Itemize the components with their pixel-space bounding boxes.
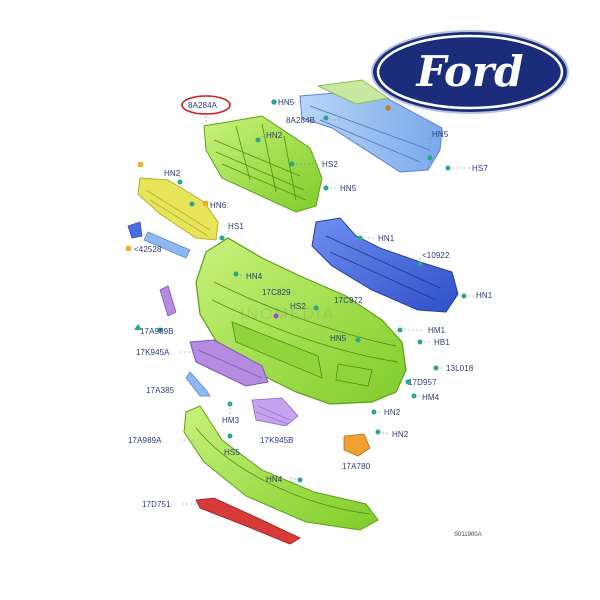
label-hn2-a: HN2	[266, 131, 283, 140]
lamp-17a780	[343, 433, 371, 457]
label-hs1: HS1	[228, 222, 244, 231]
label-8a284b: 8A284B	[286, 116, 316, 125]
label-13l018: 13L018	[446, 364, 474, 373]
callout-highlight	[181, 95, 231, 115]
label-hn5-right: HN5	[432, 130, 449, 139]
label-hn5-top: HN5	[278, 98, 295, 107]
label-17a780: 17A780	[342, 462, 371, 471]
bracket-purple-left	[159, 285, 177, 317]
label-hn6: HN6	[210, 201, 227, 210]
label-42528: <42528	[134, 245, 162, 254]
grille-17k945b	[251, 397, 299, 427]
deflector-17k945a	[189, 339, 269, 387]
clip-orange-2	[126, 246, 131, 251]
label-hn2-d: HN2	[392, 430, 409, 439]
drawing-code: S011900A	[454, 532, 482, 538]
label-hs7: HS7	[472, 164, 488, 173]
spoiler-17a989a	[183, 405, 379, 531]
label-17a385: 17A385	[146, 386, 175, 395]
label-hn1-b: HN1	[476, 291, 493, 300]
label-8a284a: 8A284A	[188, 101, 218, 110]
bracket-42528	[127, 221, 191, 259]
label-hs2-b: HS2	[290, 302, 306, 311]
label-hb1: HB1	[434, 338, 450, 347]
yellow-grille	[137, 177, 219, 241]
clip-orange-1	[138, 162, 143, 167]
clip-orange-3	[203, 201, 208, 206]
watermark: INOMEDIA	[240, 306, 336, 323]
label-17k945b: 17K945B	[260, 436, 294, 445]
triangle-fastener	[134, 324, 142, 330]
upper-grille-8a284a	[203, 115, 323, 213]
label-17c972: 17C972	[334, 296, 363, 305]
strip-17d751	[195, 497, 301, 545]
leader-lines	[179, 101, 474, 505]
label-17k945a: 17K945A	[136, 348, 170, 357]
label-17d751: 17D751	[142, 500, 171, 509]
strip-17a385	[185, 371, 211, 397]
label-hs5: HS5	[224, 448, 240, 457]
label-10922: <10922	[422, 251, 450, 260]
label-17a989a: 17A989A	[128, 436, 162, 445]
label-hn1-a: HN1	[378, 234, 395, 243]
label-hm3: HM3	[222, 416, 240, 425]
label-17a989b: 17A989B	[140, 327, 174, 336]
label-hs2-a: HS2	[322, 160, 338, 169]
label-hn5-low: HN5	[330, 334, 347, 343]
crossmember-8a284b	[299, 79, 443, 173]
label-17c829: 17C829	[262, 288, 291, 297]
ford-logo-text: Ford	[415, 47, 523, 96]
label-hn4-a: HN4	[246, 272, 263, 281]
label-hm1: HM1	[428, 326, 446, 335]
label-hn2-c: HN2	[384, 408, 401, 417]
label-17d957: 17D957	[408, 378, 437, 387]
ford-logo: Ford	[371, 30, 569, 114]
label-hn2-b: HN2	[164, 169, 181, 178]
label-hn5-mid: HN5	[340, 184, 357, 193]
reinforcement-10922	[311, 217, 459, 313]
label-hm4: HM4	[422, 393, 440, 402]
label-hn4-b: HN4	[266, 475, 283, 484]
